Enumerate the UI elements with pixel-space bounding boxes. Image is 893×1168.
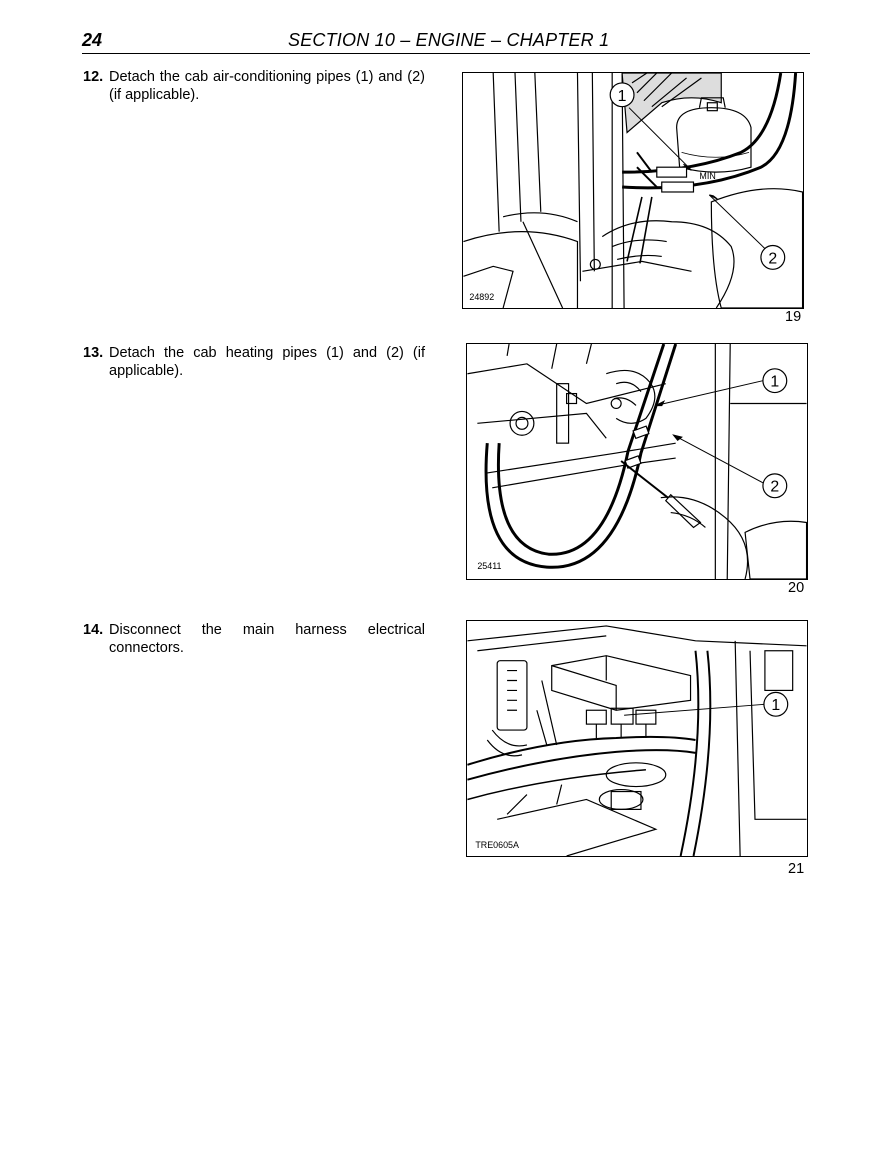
page-number: 24	[82, 30, 103, 50]
callout-1: 1	[770, 374, 779, 391]
step-number: 12.	[83, 69, 104, 85]
callout-2: 2	[768, 250, 777, 267]
step-number: 13.	[83, 345, 104, 361]
figure-20-illustration: 1 2 25411	[466, 343, 808, 580]
callout-2: 2	[770, 479, 779, 496]
figure-code: 24892	[469, 292, 494, 302]
step-14: 14. Disconnect the main harness electric…	[83, 621, 425, 661]
callout-1: 1	[618, 88, 627, 105]
step-text: Disconnect the main harness electrical c…	[109, 622, 425, 656]
figure-number: 20	[788, 580, 805, 596]
figure-21-illustration: 1 TRE0605A	[466, 620, 808, 857]
step-12: 12. Detach the cab air-conditioning pipe…	[83, 68, 425, 108]
min-label: MIN	[699, 171, 715, 181]
figure-19-illustration: 1 2 MIN 24892	[462, 72, 804, 309]
step-text: Detach the cab air-conditioning pipes (1…	[109, 69, 425, 103]
callout-1: 1	[771, 697, 780, 714]
step-text: Detach the cab heating pipes (1) and (2)…	[109, 345, 425, 379]
figure-number: 21	[788, 861, 805, 877]
figure-code: 25411	[477, 561, 501, 571]
step-13: 13. Detach the cab heating pipes (1) and…	[83, 344, 425, 384]
section-title: SECTION 10 – ENGINE – CHAPTER 1	[288, 30, 610, 50]
figure-code: TRE0605A	[475, 840, 519, 850]
page-header: 24 SECTION 10 – ENGINE – CHAPTER 1	[82, 30, 810, 54]
step-number: 14.	[83, 622, 104, 638]
figure-number: 19	[785, 309, 802, 325]
